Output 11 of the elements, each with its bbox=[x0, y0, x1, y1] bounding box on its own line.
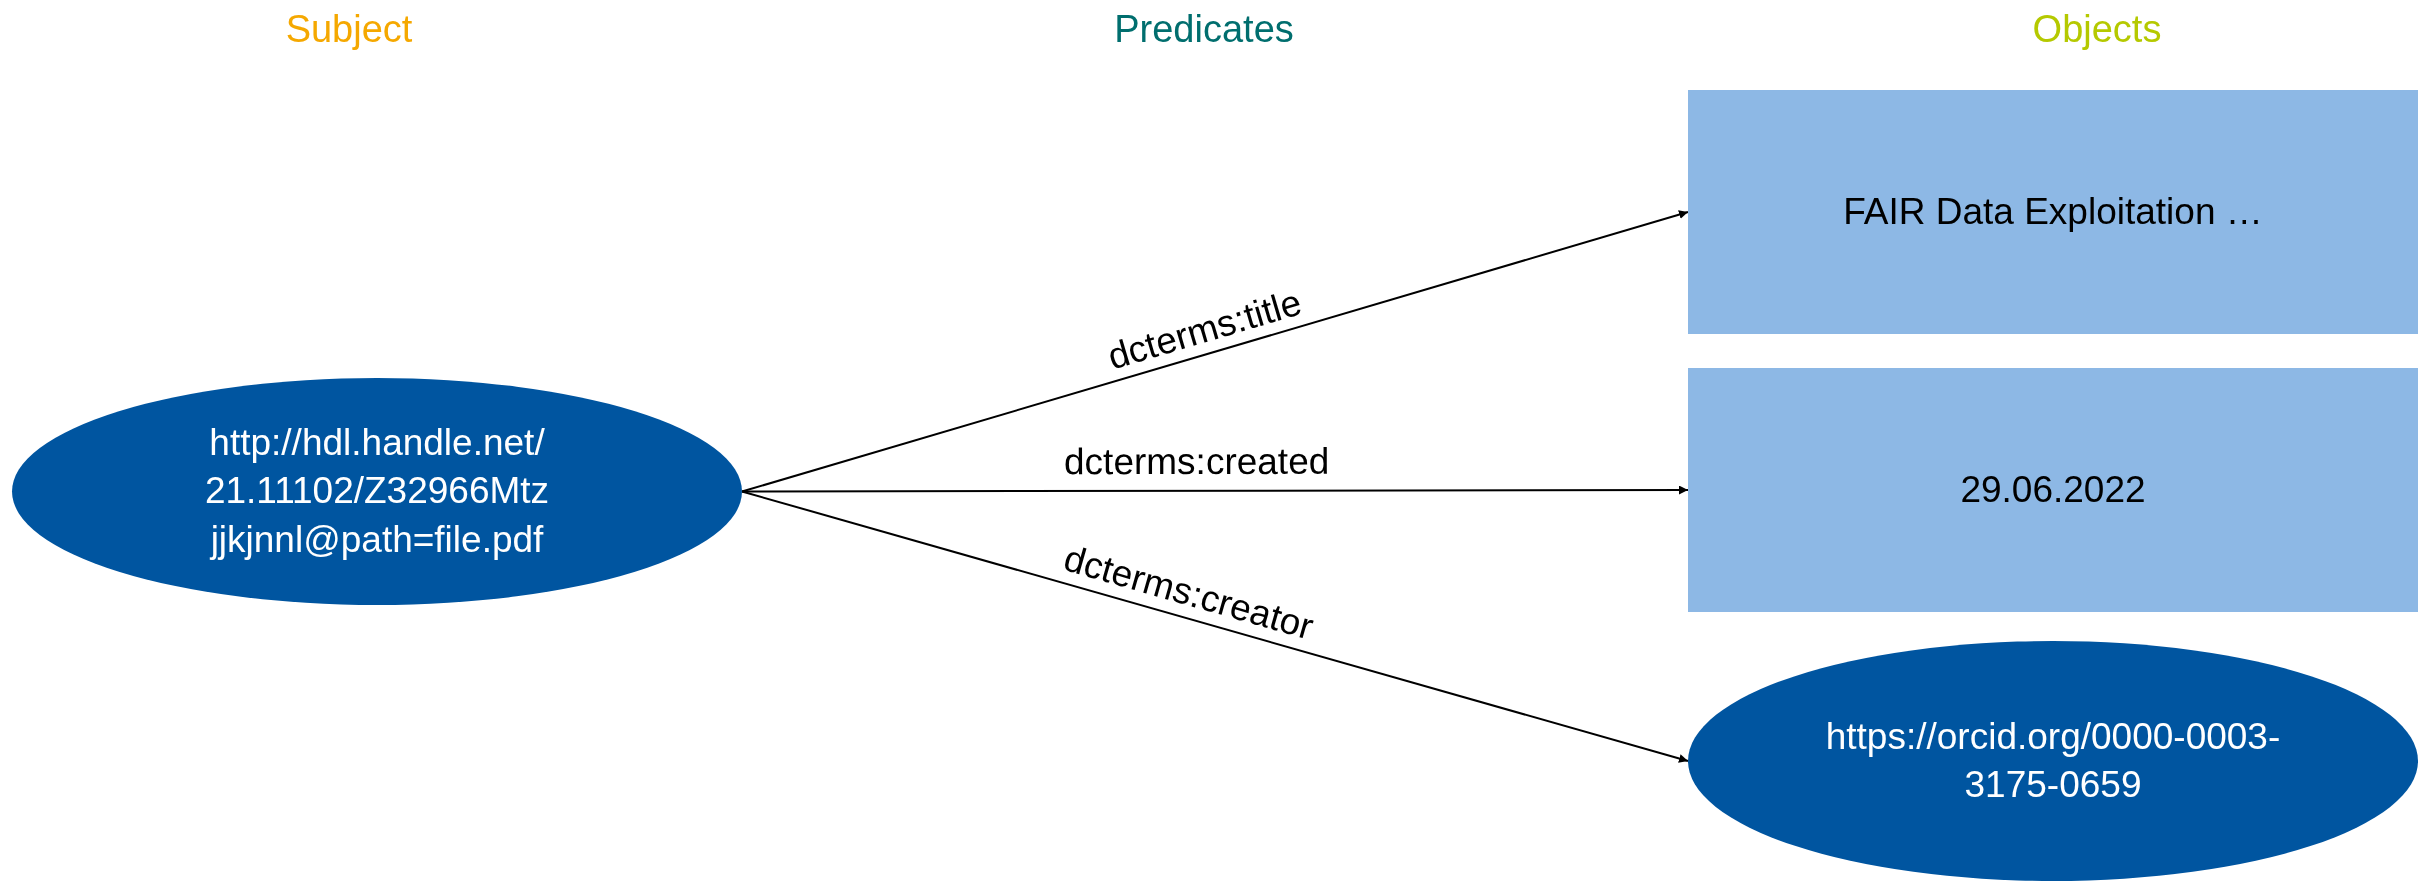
rectangle-node bbox=[1688, 90, 2418, 334]
node-text: http://hdl.handle.net/ 21.11102/Z32966Mtz jjkjnnl@path=file.pdf bbox=[203, 421, 551, 562]
rectangle-node bbox=[1688, 368, 2418, 612]
node-text: 29.06.2022 bbox=[1960, 467, 2146, 512]
arrow bbox=[741, 490, 1689, 763]
column-heading: Objects bbox=[2032, 8, 2162, 51]
column-heading: Subject bbox=[285, 8, 413, 51]
arrow bbox=[741, 485, 1689, 495]
column-heading: Predicates bbox=[1114, 8, 1294, 51]
node-text: FAIR Data Exploitation … bbox=[1843, 189, 2263, 234]
node-text: https://orcid.org/0000-0003-3175-0659 bbox=[1824, 714, 2282, 807]
